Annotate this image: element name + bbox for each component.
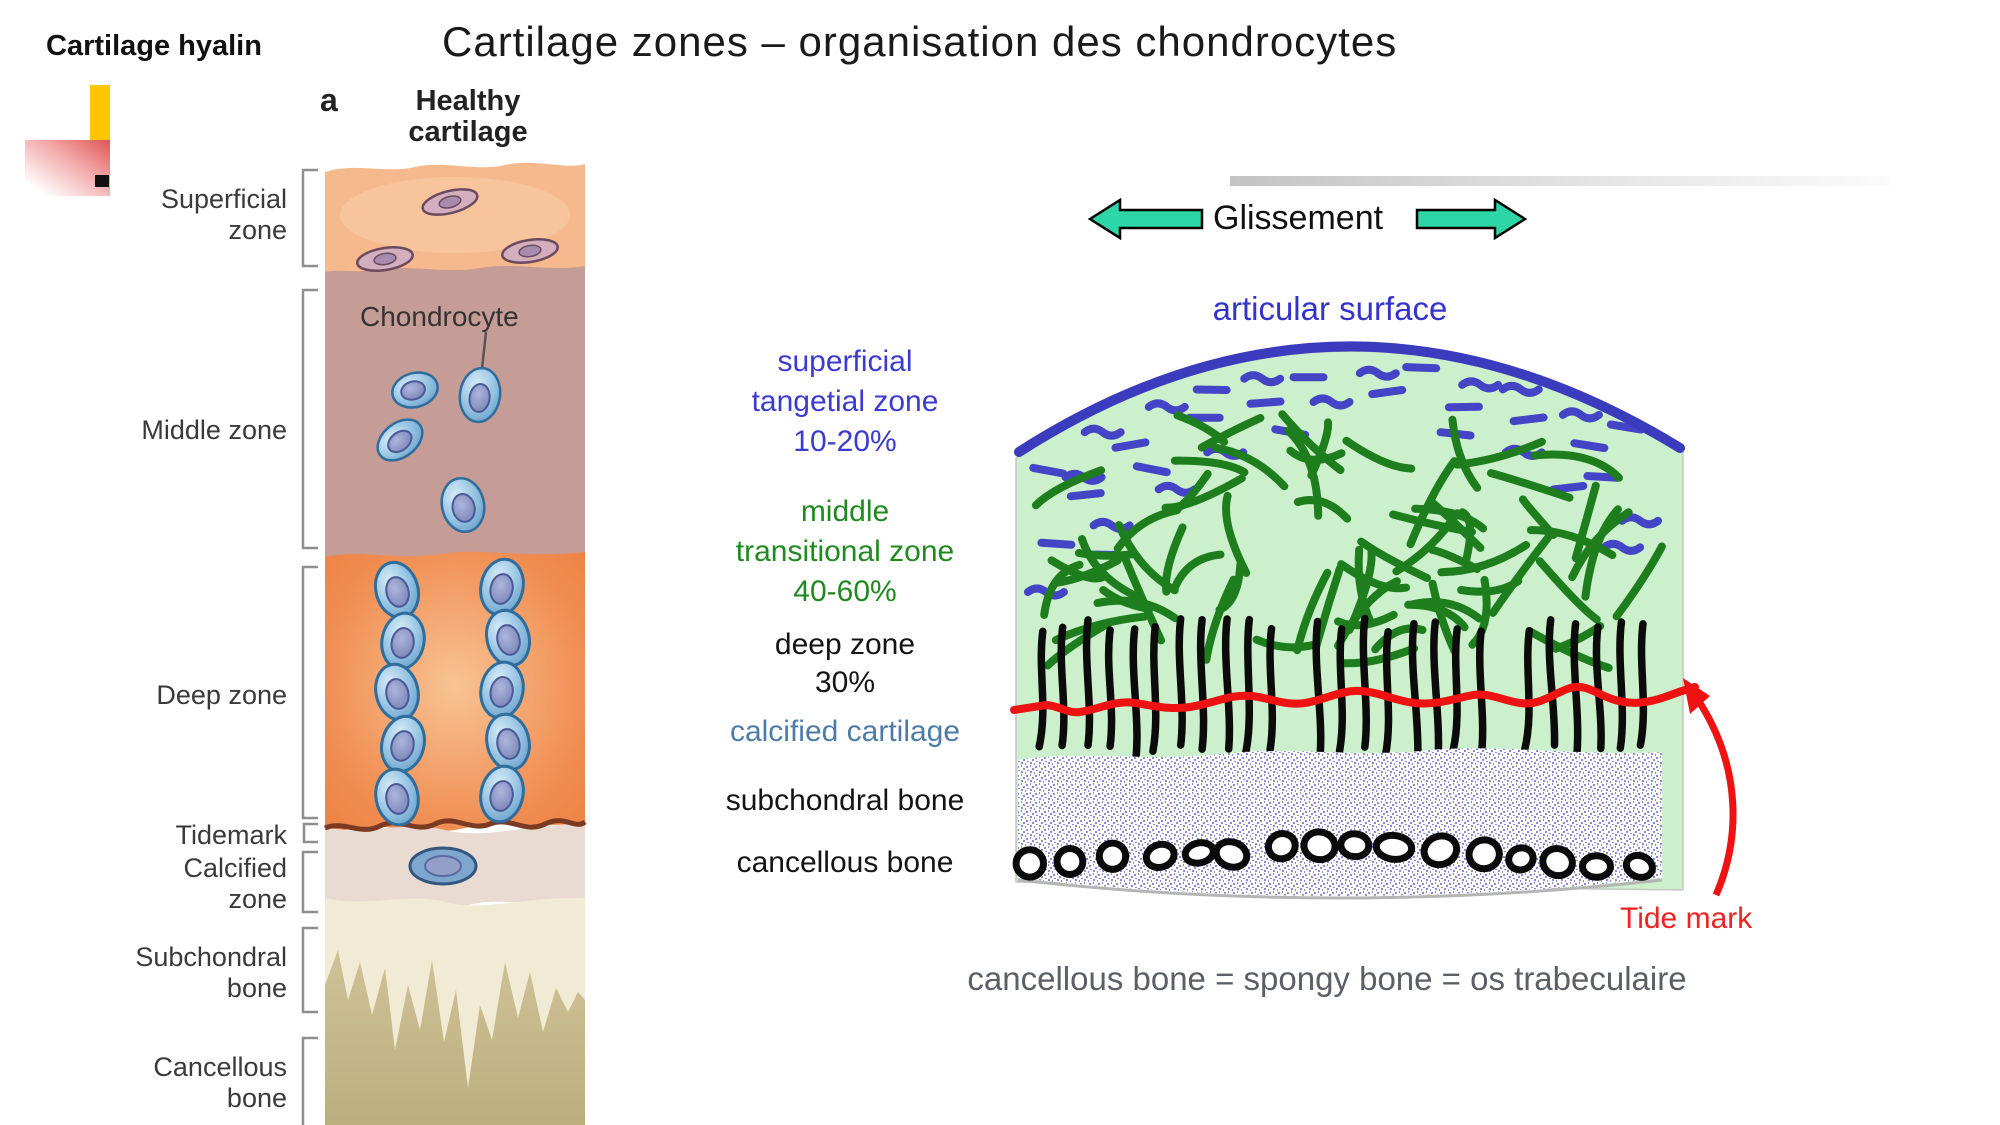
cancellous-bone-circles <box>1012 828 1656 881</box>
bone-bottom-edge <box>1017 878 1663 900</box>
annotation-calcified-cartilage: calcified cartilage <box>729 715 961 748</box>
panel-title: Healthy cartilage <box>393 86 543 148</box>
label-chondrocyte: Chondrocyte <box>360 301 519 332</box>
corner-label: Cartilage hyalin <box>46 30 262 62</box>
footnote-text: cancellous bone = spongy bone = os trabe… <box>967 960 1687 997</box>
page-title: Cartilage zones – organisation des chond… <box>442 18 1398 65</box>
glissement-arrows <box>1087 197 1528 241</box>
label-glissement: Glissement <box>1213 199 1384 237</box>
left-arrow-icon <box>1087 197 1204 241</box>
annotation-deep-zone: deep zone 30% <box>774 628 916 699</box>
label-superficial-zone: Superficial zone <box>160 184 287 245</box>
tidemark-line <box>324 818 587 832</box>
panel-title-line2: cartilage <box>408 116 528 148</box>
calcified-zone-chondrocyte <box>408 846 478 886</box>
label-cancellous-bone: Cancellous bone <box>153 1052 287 1113</box>
deep-collagen-fibres <box>1035 614 1648 760</box>
gray-gradient-bar <box>1230 176 1890 186</box>
tide-mark-line <box>1010 682 1699 717</box>
annotation-subchondral-bone: subchondral bone <box>725 784 965 817</box>
annotation-superficial-tangetial-zone: superficial tangetial zone 10-20% <box>751 345 939 458</box>
deep-zone-chondrocyte-columns <box>373 557 531 827</box>
superficial-chondrocytes <box>356 188 559 272</box>
label-tide-mark: Tide mark <box>1620 902 1753 935</box>
cancellous-bone-region <box>325 950 585 1125</box>
tide-mark-arrow <box>1683 678 1737 897</box>
deep-zone-region <box>325 551 585 832</box>
middle-zone-chondrocytes <box>376 366 502 534</box>
transitional-collagen-squiggles <box>1031 410 1666 672</box>
decoration-yellow-bar <box>90 85 110 141</box>
label-tidemark: Tidemark <box>175 820 287 850</box>
annotation-middle-transitional-zone: middle transitional zone 40-60% <box>735 495 955 608</box>
panel-letter: a <box>320 82 338 118</box>
annotation-cancellous-bone: cancellous bone <box>736 846 954 879</box>
label-calcified-zone: Calcified zone <box>183 853 287 914</box>
superficial-highlight <box>340 177 570 253</box>
panel-title-line1: Healthy <box>415 85 521 117</box>
articular-surface-arc <box>1014 341 1685 457</box>
label-articular-surface: articular surface <box>1212 290 1448 327</box>
zone-brackets <box>301 168 318 1125</box>
right-arrow-icon <box>1415 197 1528 241</box>
label-subchondral-bone: Subchondral bone <box>135 942 287 1003</box>
healthy-cartilage-diagram <box>301 162 587 1125</box>
decoration-black-square <box>95 175 109 187</box>
label-deep-zone: Deep zone <box>156 680 287 710</box>
collagen-organisation-diagram <box>1010 176 1890 900</box>
label-middle-zone: Middle zone <box>141 415 287 445</box>
